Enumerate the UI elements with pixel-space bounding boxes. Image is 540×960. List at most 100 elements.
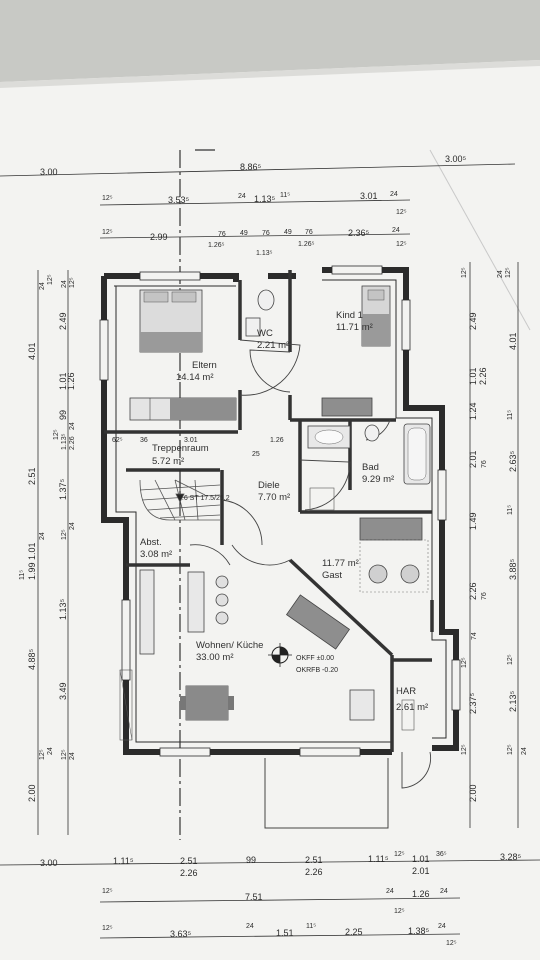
dim-text: 12⁵ xyxy=(461,744,468,755)
dim-text: 2.49 xyxy=(468,312,478,330)
dim-text: 76 xyxy=(481,592,488,600)
dim-text: 3.00 xyxy=(40,858,58,868)
dim-text: 12⁵ xyxy=(39,749,46,760)
dim-text: 2.01 xyxy=(468,450,478,468)
dim-text: 12⁵ xyxy=(61,749,68,760)
dim-text: 24 xyxy=(39,282,46,290)
dim-text: 12⁵ xyxy=(446,940,457,947)
dim-text: 36 xyxy=(140,437,148,444)
dim-text: 3.88⁵ xyxy=(508,558,518,580)
bottom-dimension-lines xyxy=(0,859,540,939)
room-name-wc: WC xyxy=(257,328,273,339)
dim-text: 2.26 xyxy=(180,868,198,878)
dim-text: 1.13⁵ xyxy=(254,194,276,204)
dim-text: 62⁵ xyxy=(112,437,123,444)
level-marker-icon xyxy=(268,643,292,667)
dim-text: 12⁵ xyxy=(394,851,405,858)
dim-text: 1.13⁵ xyxy=(58,598,68,620)
staircase xyxy=(139,470,221,521)
room-name-wohnen: Wohnen/ Küche xyxy=(196,640,263,651)
dim-text: 1.49 xyxy=(468,512,478,530)
dim-text: 1.26 xyxy=(270,437,284,444)
terrace-outline xyxy=(264,758,389,829)
dim-text: 7.51 xyxy=(245,892,263,902)
dim-text: 12⁵ xyxy=(461,657,468,668)
dim-text: 3.49 xyxy=(58,682,68,700)
dim-text: 2.26 xyxy=(69,436,76,450)
dim-text: 12⁵ xyxy=(69,277,76,288)
dim-text: 12⁵ xyxy=(461,267,468,278)
dim-text: 3.01 xyxy=(184,437,198,444)
room-labels: Eltern 14.14 m² WC 2.21 m² Kind 1 11.71 … xyxy=(140,310,428,713)
interior-walls xyxy=(104,270,434,752)
dim-text: 24 xyxy=(390,191,398,198)
room-area-eltern: 14.14 m² xyxy=(176,372,214,383)
dim-text: 99 xyxy=(58,410,68,420)
dim-text: 1.11⁵ xyxy=(368,854,389,864)
dim-text: 1.26⁵ xyxy=(208,242,225,249)
dim-text: 12⁵ xyxy=(53,429,60,440)
dim-text: 1.11⁵ xyxy=(113,856,134,866)
dim-text: 2.00 xyxy=(468,784,478,802)
dim-text: 2.01 xyxy=(412,866,430,876)
dim-text: 24 xyxy=(440,888,448,895)
room-name-eltern: Eltern xyxy=(192,360,217,371)
dim-text: 2.13⁵ xyxy=(508,690,518,712)
dim-text: 12⁵ xyxy=(505,267,512,278)
dim-text: 3.63⁵ xyxy=(170,929,192,939)
dim-text: 12⁵ xyxy=(396,241,407,248)
room-name-diele: Diele xyxy=(258,480,280,491)
dim-text: 36⁵ xyxy=(436,851,447,858)
dim-text: 11⁵ xyxy=(19,570,26,580)
right-dimension-lines xyxy=(469,262,519,828)
dim-text: 3.53⁵ xyxy=(168,195,190,205)
room-area-har: 2.61 m² xyxy=(396,702,428,713)
dim-text: 3.28⁵ xyxy=(500,852,522,862)
dim-text: 24 xyxy=(61,280,68,288)
room-name-gast: Gast xyxy=(322,570,342,581)
dim-text: 1.51 xyxy=(276,928,294,938)
dim-text: 24 xyxy=(386,888,394,895)
room-name-kind: Kind 1 xyxy=(336,310,363,321)
dim-text: 1.26⁵ xyxy=(298,241,315,248)
dim-text: 76 xyxy=(481,460,488,468)
dim-text: 1.26 xyxy=(412,889,430,899)
dim-text: 12⁵ xyxy=(47,274,54,285)
dim-text: 12⁵ xyxy=(102,195,113,202)
dim-text: 12⁵ xyxy=(394,908,405,915)
dim-text: 1.01 xyxy=(468,367,478,385)
dim-text: 24 xyxy=(238,193,246,200)
dim-text: 2.51 xyxy=(180,856,198,866)
dim-text: 1.99 xyxy=(27,562,37,580)
dim-text: 11⁵ xyxy=(507,505,514,515)
dim-text: 2.99 xyxy=(150,232,168,242)
dim-text: 1.24 xyxy=(468,402,478,420)
dim-text: 12⁵ xyxy=(61,529,68,540)
room-area-treppenraum: 5.72 m² xyxy=(152,456,184,467)
dim-text: 24 xyxy=(39,532,46,540)
dim-text: 11⁵ xyxy=(306,923,316,930)
dim-text: 1.37⁵ xyxy=(58,478,68,500)
room-name-har: HAR xyxy=(396,686,416,697)
dim-text: 2.63⁵ xyxy=(508,450,518,472)
dim-text: 3.00⁵ xyxy=(445,154,467,164)
room-area-bad: 9.29 m² xyxy=(362,474,394,485)
windows xyxy=(99,265,461,757)
dim-text: 24 xyxy=(521,747,528,755)
room-area-gast: 11.77 m² xyxy=(322,558,359,569)
dim-text: 1.13⁵ xyxy=(61,433,68,450)
dim-text: 99 xyxy=(246,855,256,865)
dim-text: 3.00 xyxy=(40,167,58,177)
dim-text: 4.01 xyxy=(508,332,518,350)
dim-text: 24 xyxy=(69,522,76,530)
room-area-wohnen: 33.00 m² xyxy=(196,652,234,663)
room-area-diele: 7.70 m² xyxy=(258,492,290,503)
dim-text: 2.51 xyxy=(305,855,323,865)
dim-text: 1.13⁵ xyxy=(256,250,273,257)
dim-text: 1.01 xyxy=(58,372,68,390)
dim-text: 12⁵ xyxy=(102,925,113,932)
dim-text: 24 xyxy=(47,747,54,755)
level-okff: OKFF ±0.00 xyxy=(296,655,334,662)
dim-text: 1.38⁵ xyxy=(408,926,430,936)
